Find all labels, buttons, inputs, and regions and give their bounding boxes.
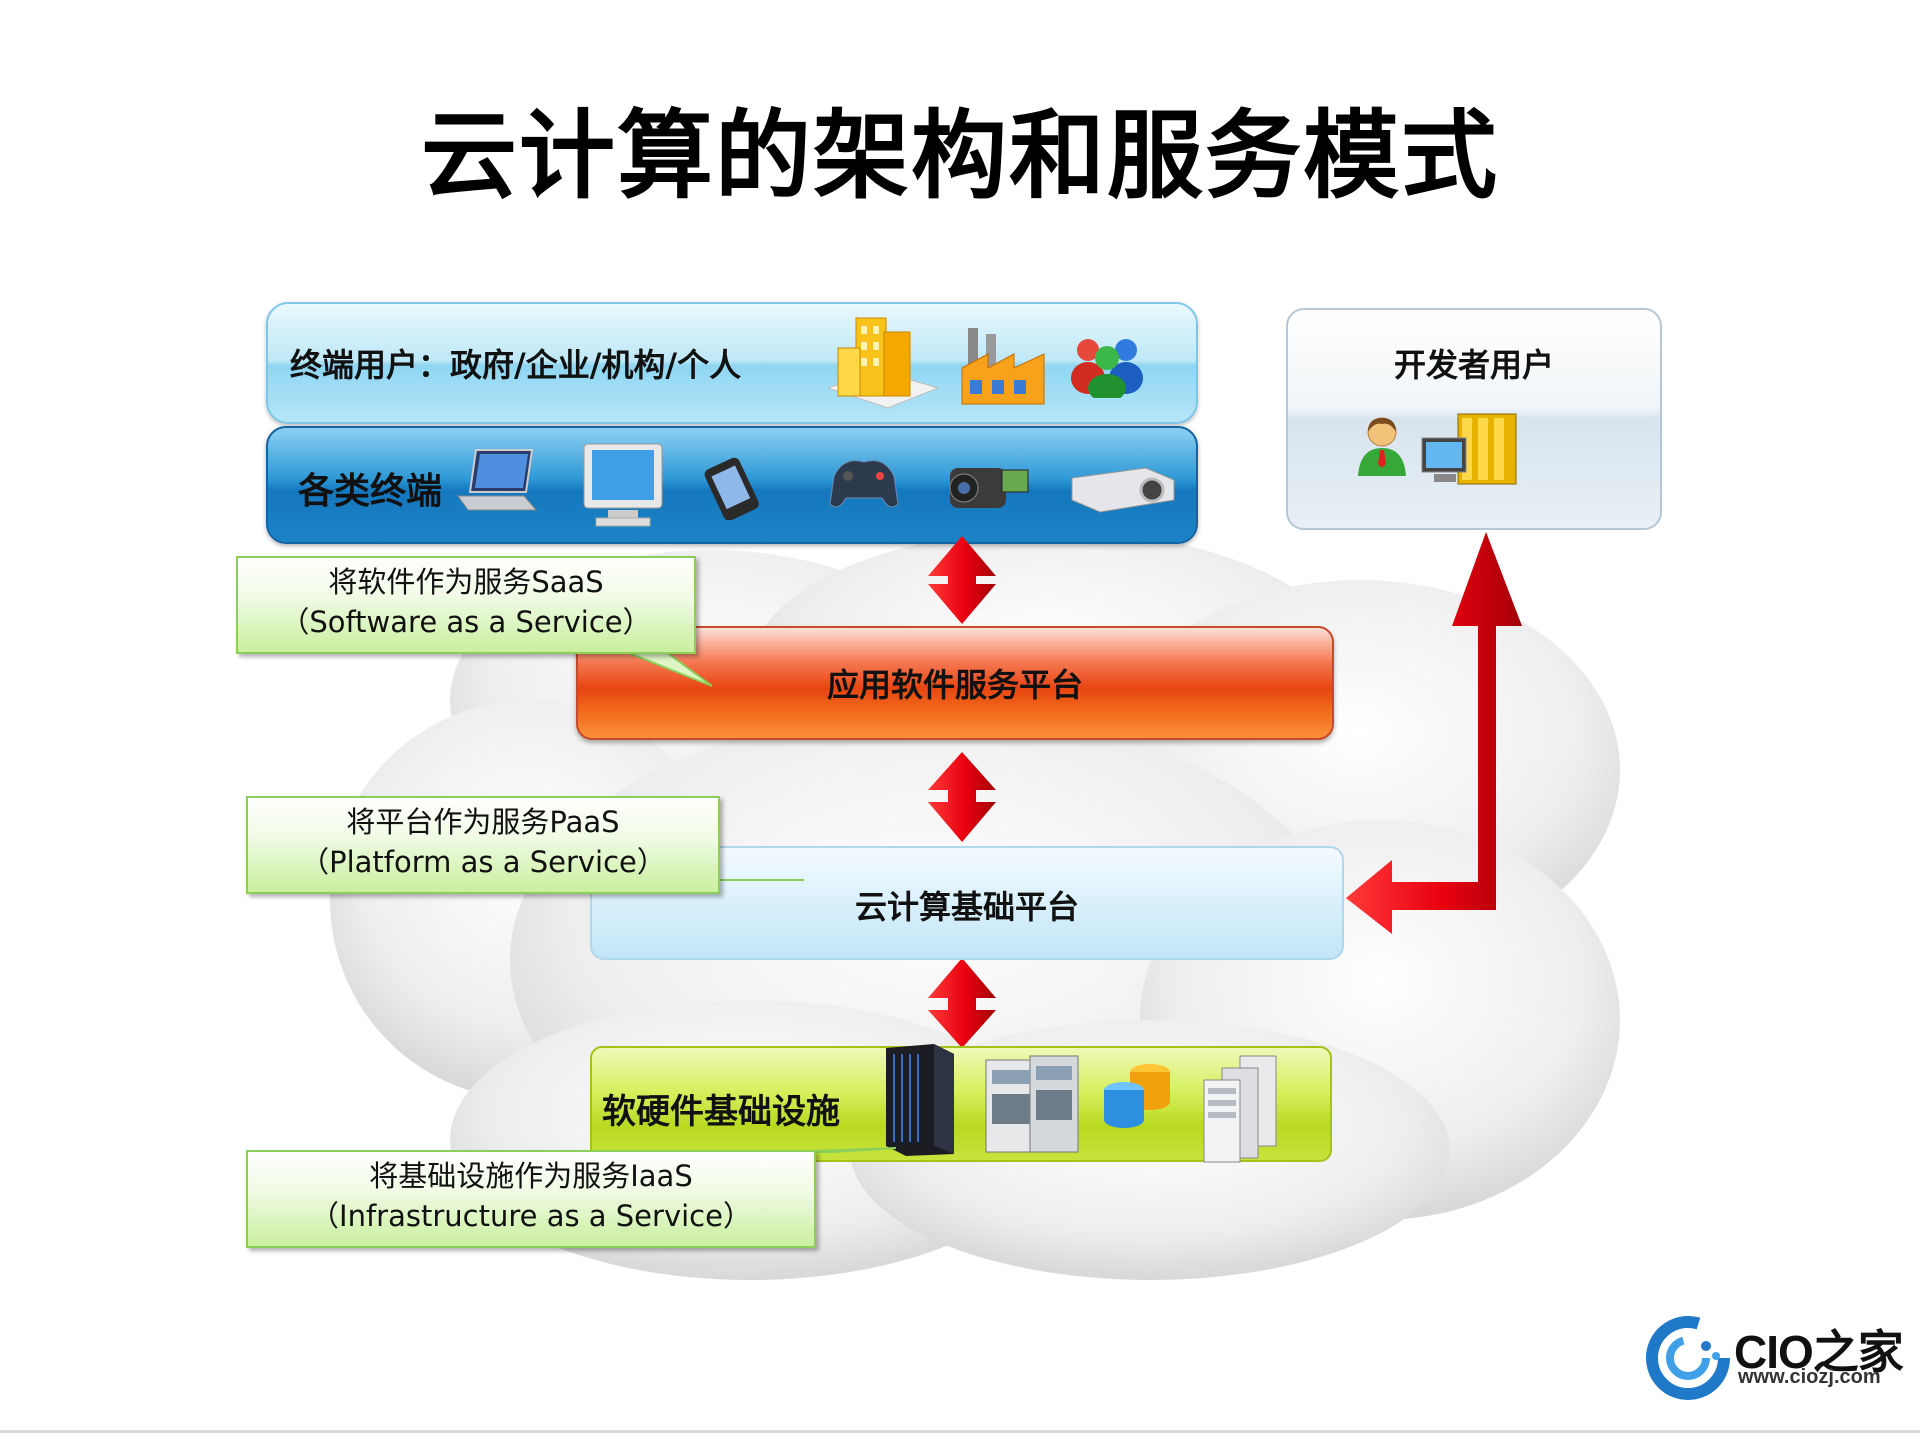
- terminals-label: 各类终端: [298, 471, 443, 512]
- projector-icon: [1071, 467, 1175, 513]
- gamepad-icon: [829, 460, 899, 508]
- arrow-paas-to-developer: [1346, 532, 1522, 934]
- page-title: 云计算的架构和服务模式: [421, 99, 1499, 212]
- people-group-icon: [1071, 339, 1143, 398]
- saas-platform-label: 应用软件服务平台: [826, 666, 1083, 704]
- phone-icon: [704, 457, 759, 520]
- iaas-callout-line2: （Infrastructure as a Service）: [310, 1199, 752, 1233]
- double-arrow-terminals-saas: [928, 536, 996, 624]
- paas-callout-line1: 将平台作为服务PaaS: [346, 805, 620, 839]
- footer-divider: [0, 1430, 1920, 1433]
- saas-callout-line1: 将软件作为服务SaaS: [328, 565, 604, 599]
- server-cluster-icon: [1203, 1055, 1277, 1163]
- logo-url: www.ciozj.com: [1738, 1366, 1881, 1388]
- storage-array-icon: [985, 1055, 1079, 1153]
- terminals-box: 各类终端: [266, 426, 1198, 544]
- developer-person-icon: [1358, 417, 1406, 476]
- end-users-label: 终端用户：政府/企业/机构/个人: [290, 346, 742, 384]
- workstation-icon: [1421, 413, 1517, 485]
- cio-logo: CIO之家 www.ciozj.com: [1642, 1316, 1912, 1400]
- infrastructure-bar: 软硬件基础设施: [590, 1044, 1332, 1163]
- server-rack-icon: [886, 1044, 954, 1156]
- cloud-platform-label: 云计算基础平台: [854, 888, 1079, 926]
- database-icon: [1104, 1064, 1170, 1128]
- double-arrow-paas-iaas: [928, 958, 996, 1048]
- developer-users-box: 开发者用户: [1286, 308, 1662, 530]
- saas-callout-line2: （Software as a Service）: [280, 605, 652, 639]
- infrastructure-label: 软硬件基础设施: [602, 1092, 840, 1132]
- saas-callout: 将软件作为服务SaaS （Software as a Service）: [236, 556, 696, 654]
- double-arrow-saas-paas: [928, 752, 996, 842]
- end-users-box: 终端用户：政府/企业/机构/个人: [266, 302, 1198, 424]
- iaas-callout: 将基础设施作为服务IaaS （Infrastructure as a Servi…: [246, 1150, 816, 1248]
- iaas-callout-line1: 将基础设施作为服务IaaS: [369, 1159, 693, 1193]
- laptop-icon: [457, 449, 538, 511]
- camcorder-icon: [949, 468, 1029, 508]
- monitor-icon: [583, 443, 663, 527]
- developer-users-label: 开发者用户: [1393, 346, 1554, 384]
- paas-callout: 将平台作为服务PaaS （Platform as a Service）: [246, 796, 720, 894]
- logo-name: CIO之家: [1734, 1326, 1904, 1378]
- paas-callout-line2: （Platform as a Service）: [300, 845, 666, 879]
- buildings-icon: [828, 317, 938, 409]
- factory-icon: [961, 328, 1045, 405]
- logo-swirl-icon: [1646, 1316, 1730, 1400]
